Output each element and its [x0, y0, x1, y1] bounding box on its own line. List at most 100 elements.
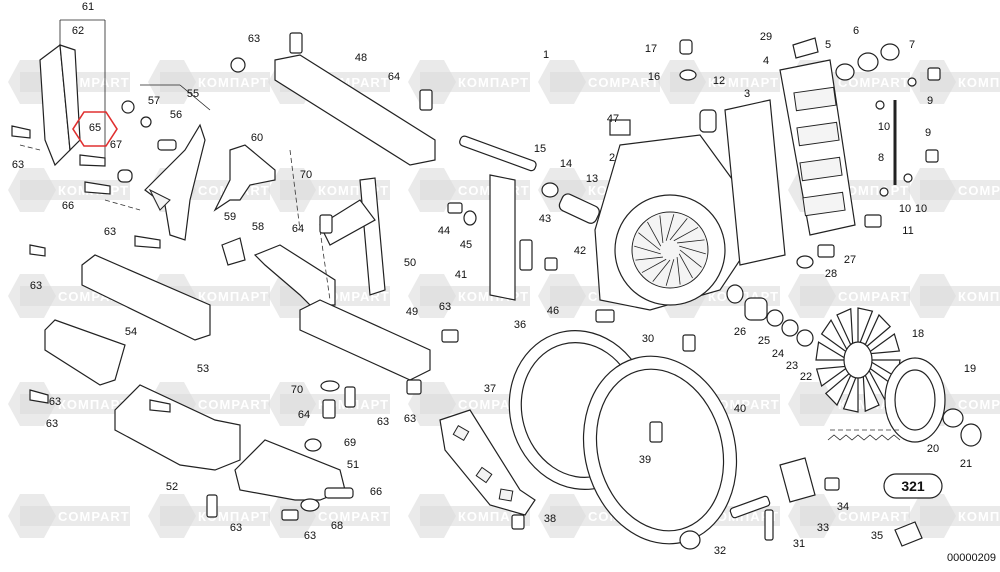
- part-number-label[interactable]: 49: [406, 306, 418, 318]
- part-number-label[interactable]: 66: [62, 200, 74, 212]
- part-number-label[interactable]: 54: [125, 326, 137, 338]
- part-number-label[interactable]: 63: [248, 33, 260, 45]
- part-number-label[interactable]: 70: [300, 169, 312, 181]
- highlight-hexagon: [72, 111, 118, 147]
- part-number-label[interactable]: 27: [844, 254, 856, 266]
- part-number-label[interactable]: 59: [224, 211, 236, 223]
- part-number-label[interactable]: 17: [645, 43, 657, 55]
- part-number-label[interactable]: 6: [853, 25, 859, 37]
- part-number-label[interactable]: 31: [793, 538, 805, 550]
- part-number-label[interactable]: 48: [355, 52, 367, 64]
- watermark-text: COMPART: [958, 397, 1000, 412]
- part-number-label[interactable]: 67: [110, 139, 122, 151]
- part-number-label[interactable]: 42: [574, 245, 586, 257]
- part-number-label[interactable]: 65: [89, 122, 101, 134]
- part-number-label[interactable]: 10: [915, 203, 927, 215]
- part-number-label[interactable]: 63: [104, 226, 116, 238]
- part-number-label[interactable]: 11: [902, 225, 913, 237]
- part-number-label[interactable]: 2: [609, 152, 615, 164]
- part-number-label[interactable]: 68: [331, 520, 343, 532]
- part-number-label[interactable]: 60: [251, 132, 263, 144]
- part-number-label[interactable]: 41: [455, 269, 467, 281]
- part-number-label[interactable]: 7: [909, 39, 915, 51]
- part-number-label[interactable]: 9: [925, 127, 931, 139]
- part-number-label[interactable]: 50: [404, 257, 416, 269]
- part-number-label[interactable]: 33: [817, 522, 829, 534]
- watermark-logo: [788, 494, 836, 538]
- part-number-label[interactable]: 25: [758, 335, 770, 347]
- part-number-label[interactable]: 38: [544, 513, 556, 525]
- part-number-label[interactable]: 4: [763, 55, 769, 67]
- part-number-label[interactable]: 22: [800, 371, 812, 383]
- part-number-label[interactable]: 64: [298, 409, 310, 421]
- fan-blade: [836, 307, 854, 350]
- part-number-label[interactable]: 63: [304, 530, 316, 542]
- part-number-label[interactable]: 63: [12, 159, 24, 171]
- fan-blade: [864, 333, 901, 355]
- impeller-vane: [647, 221, 662, 247]
- part-number-label[interactable]: 13: [586, 173, 598, 185]
- part-number-label[interactable]: 21: [960, 458, 972, 470]
- part-number-label[interactable]: 19: [964, 363, 976, 375]
- part-number-label[interactable]: 63: [377, 416, 389, 428]
- part-number-label[interactable]: 10: [899, 203, 911, 215]
- part-number-label[interactable]: 40: [734, 403, 746, 415]
- part-number-label[interactable]: 18: [912, 328, 924, 340]
- part-number-label[interactable]: 62: [72, 25, 84, 37]
- part-number-label[interactable]: 45: [460, 239, 472, 251]
- part-number-label[interactable]: 26: [734, 326, 746, 338]
- part-number-label[interactable]: 35: [871, 530, 883, 542]
- part-number-label[interactable]: 3: [744, 88, 750, 100]
- part-number-label[interactable]: 61: [82, 1, 94, 13]
- part-number-label[interactable]: 63: [439, 301, 451, 313]
- part-number-label[interactable]: 37: [484, 383, 496, 395]
- part-number-label[interactable]: 63: [230, 522, 242, 534]
- part-number-label[interactable]: 55: [187, 88, 199, 100]
- part-number-label[interactable]: 12: [713, 75, 725, 87]
- part-number-label[interactable]: 69: [344, 437, 356, 449]
- part-number-label[interactable]: 30: [642, 333, 654, 345]
- part-number-label[interactable]: 63: [46, 418, 58, 430]
- part-number-label[interactable]: 63: [30, 280, 42, 292]
- part-number-label[interactable]: 9: [927, 95, 933, 107]
- part-number-label[interactable]: 66: [370, 486, 382, 498]
- part-number-label[interactable]: 44: [438, 225, 450, 237]
- part-number-label[interactable]: 10: [878, 121, 890, 133]
- part-number-label[interactable]: 1: [543, 49, 549, 61]
- part-number-label[interactable]: 8: [878, 152, 884, 164]
- part-number-label[interactable]: 14: [560, 158, 572, 170]
- part-number-label[interactable]: 28: [825, 268, 837, 280]
- part-number-label[interactable]: 70: [291, 384, 303, 396]
- part-number-label[interactable]: 56: [170, 109, 182, 121]
- part-number-label[interactable]: 16: [648, 71, 660, 83]
- part-number-label[interactable]: 58: [252, 221, 264, 233]
- part-number-label[interactable]: 63: [49, 396, 61, 408]
- watermark-logo: [538, 274, 586, 318]
- part-number-label[interactable]: 64: [292, 223, 304, 235]
- group-reference-badge[interactable]: 321: [883, 473, 943, 499]
- part-number-label[interactable]: 36: [514, 319, 526, 331]
- part-number-label[interactable]: 15: [534, 143, 546, 155]
- part-number-label[interactable]: 29: [760, 31, 772, 43]
- part-number-label[interactable]: 57: [148, 95, 160, 107]
- part-number-label[interactable]: 53: [197, 363, 209, 375]
- fan-pulley-assembly: [726, 284, 982, 447]
- part-number-label[interactable]: 39: [639, 454, 651, 466]
- part-number-label[interactable]: 32: [714, 545, 726, 557]
- watermark-text: COMPART: [58, 509, 130, 524]
- part-number-label[interactable]: 24: [772, 348, 784, 360]
- impeller-vane: [659, 215, 664, 243]
- part-number-label[interactable]: 47: [607, 113, 619, 125]
- part-number-label[interactable]: 64: [388, 71, 400, 83]
- part-number-label[interactable]: 46: [547, 305, 559, 317]
- part-number-label[interactable]: 63: [404, 413, 416, 425]
- part-number-label[interactable]: 20: [927, 443, 939, 455]
- part-number-label[interactable]: 51: [347, 459, 359, 471]
- part-number-label[interactable]: 5: [825, 39, 831, 51]
- watermark-logo: [8, 274, 56, 318]
- part-number-label[interactable]: 23: [786, 360, 798, 372]
- part-number-label[interactable]: 34: [837, 501, 849, 513]
- part-number-label[interactable]: 43: [539, 213, 551, 225]
- lower-left-plates: [29, 244, 241, 471]
- part-number-label[interactable]: 52: [166, 481, 178, 493]
